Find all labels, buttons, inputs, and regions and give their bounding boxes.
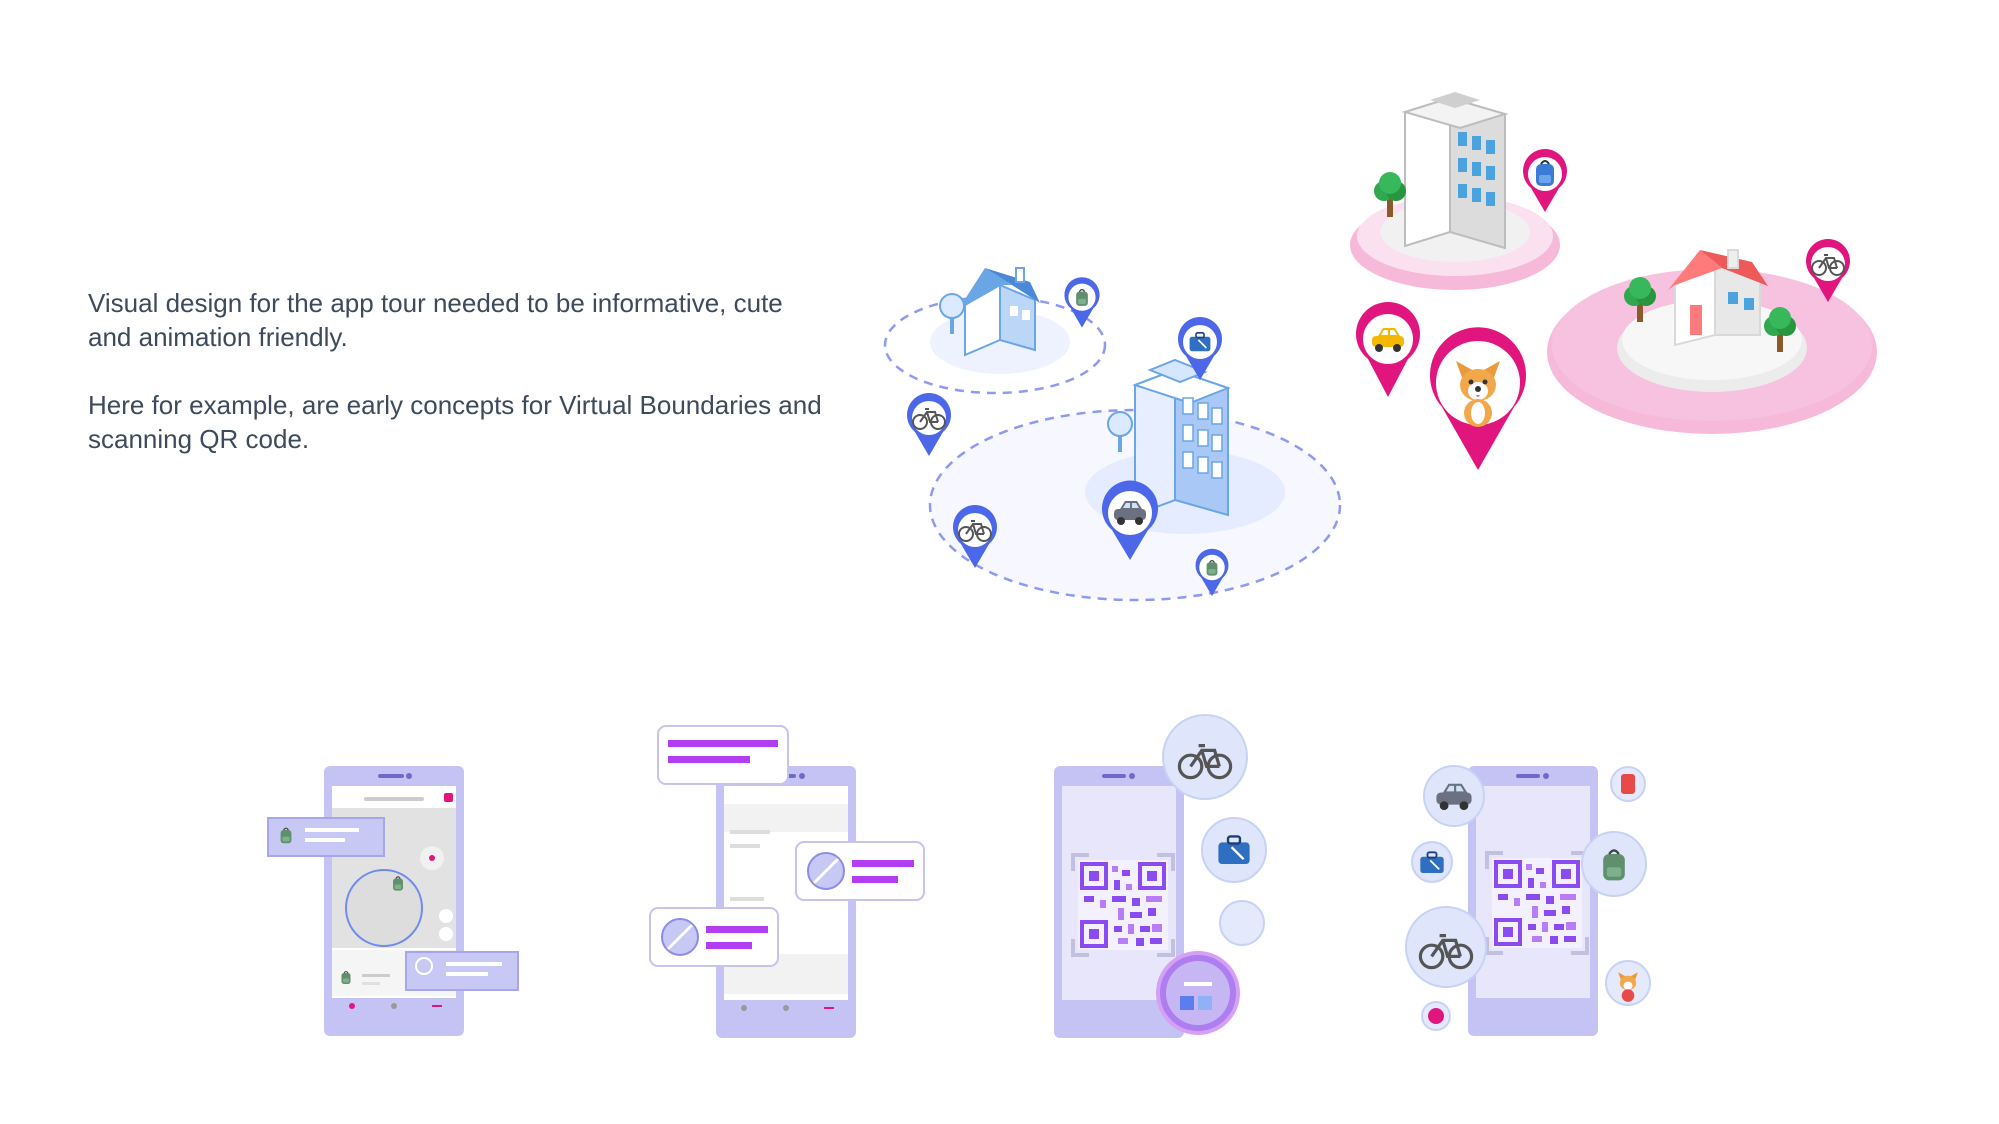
car-pin-pink-icon bbox=[1356, 302, 1420, 397]
dog-icon bbox=[1456, 361, 1500, 427]
phone-notifications-concept bbox=[649, 725, 925, 1038]
building-icon-pink bbox=[1401, 92, 1509, 250]
bike-pin-icon bbox=[907, 393, 951, 456]
intro-paragraph-1: Visual design for the app tour needed to… bbox=[88, 288, 783, 352]
house-icon-pink bbox=[1668, 249, 1768, 347]
qr-code-icon bbox=[1076, 858, 1170, 952]
phone-qr-scan-concept bbox=[1054, 714, 1267, 1038]
phone-qr-items-concept bbox=[1405, 765, 1651, 1036]
intro-text: Visual design for the app tour needed to… bbox=[88, 286, 828, 490]
backpack-icon bbox=[1601, 849, 1627, 882]
pink-boundary-map bbox=[1350, 92, 1877, 471]
car-pin-icon bbox=[1102, 480, 1158, 560]
backpack-pin-icon bbox=[1064, 277, 1100, 328]
intro-paragraph-2: Here for example, are early concepts for… bbox=[88, 390, 822, 454]
dog-icon-small bbox=[1618, 972, 1638, 1002]
backpack-pin-pink-icon bbox=[1523, 149, 1567, 212]
blue-boundary-map bbox=[883, 267, 1342, 602]
building-icon bbox=[1131, 358, 1231, 517]
phone-map-concept bbox=[267, 766, 519, 1036]
house-icon bbox=[958, 267, 1040, 357]
qr-code-icon-2 bbox=[1490, 856, 1584, 950]
dog-pin-icon bbox=[1430, 327, 1526, 471]
